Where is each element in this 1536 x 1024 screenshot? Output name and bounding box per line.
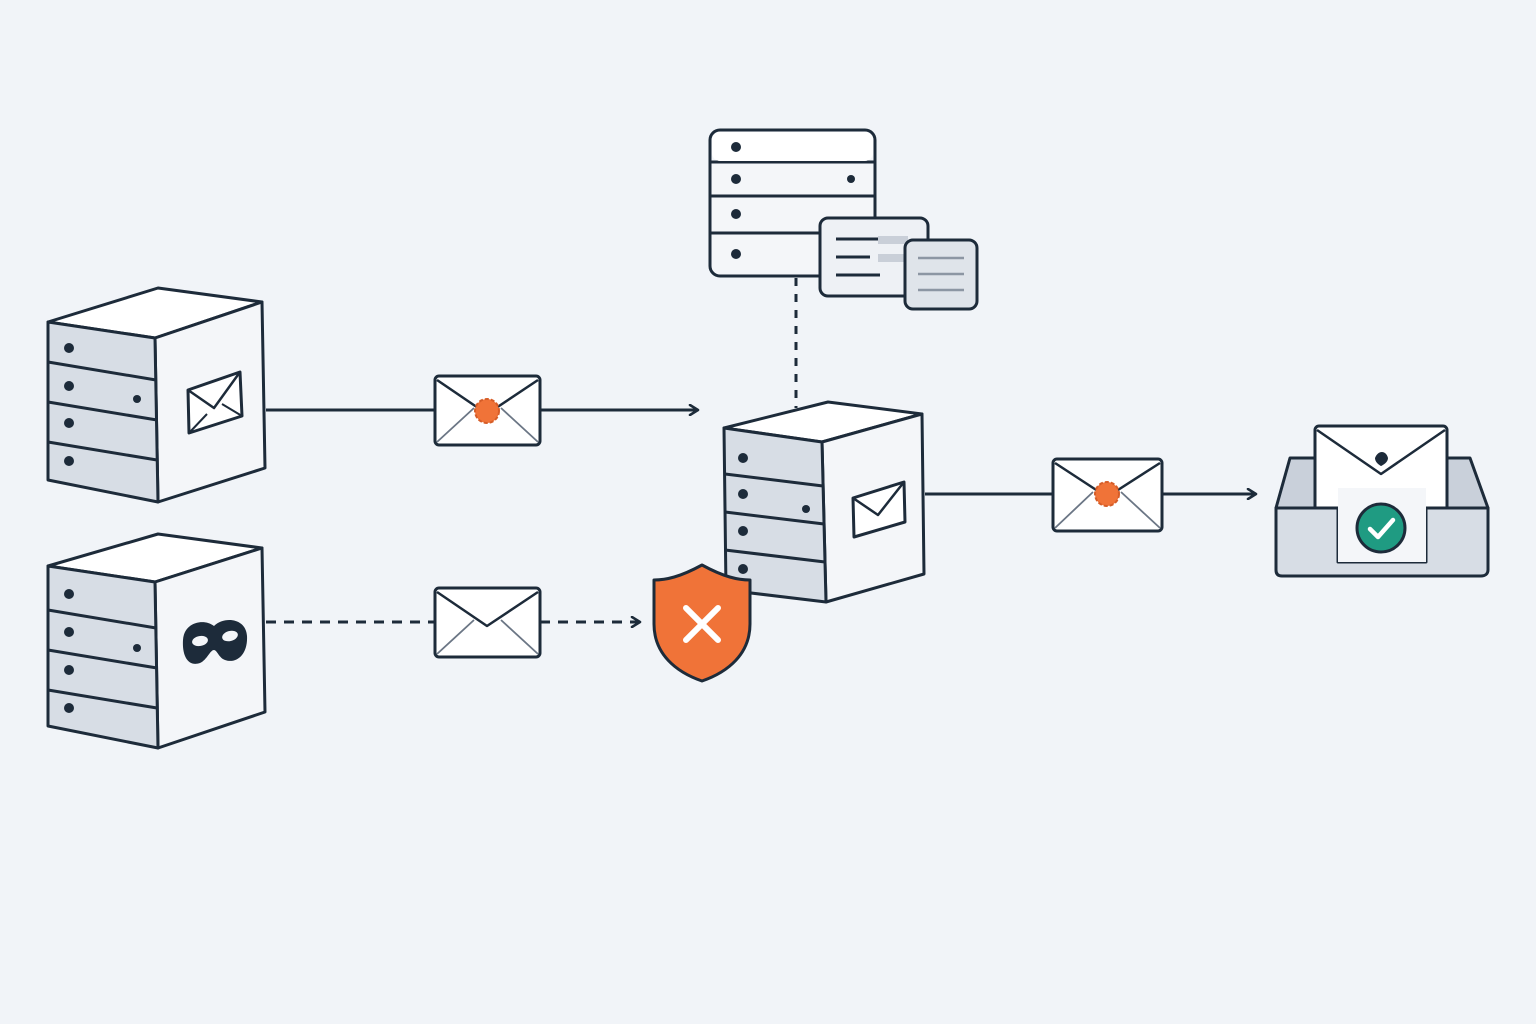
envelope-icon: [433, 586, 542, 659]
spoofed-sender-server: [46, 532, 267, 750]
legit-sender-server: [46, 286, 267, 504]
envelope-icon: [851, 480, 907, 539]
check-icon: [1355, 502, 1407, 554]
receiving-mail-server: [722, 400, 926, 604]
sealed-envelope-icon: [1051, 457, 1164, 533]
inbox-tray-icon: [1274, 424, 1490, 578]
dns-record-card: [903, 238, 979, 311]
shield-x-icon: [652, 563, 752, 683]
sealed-envelope-icon: [433, 374, 542, 447]
dns-records-server: [708, 128, 979, 311]
envelope-icon: [186, 370, 244, 435]
mask-icon: [182, 620, 248, 664]
